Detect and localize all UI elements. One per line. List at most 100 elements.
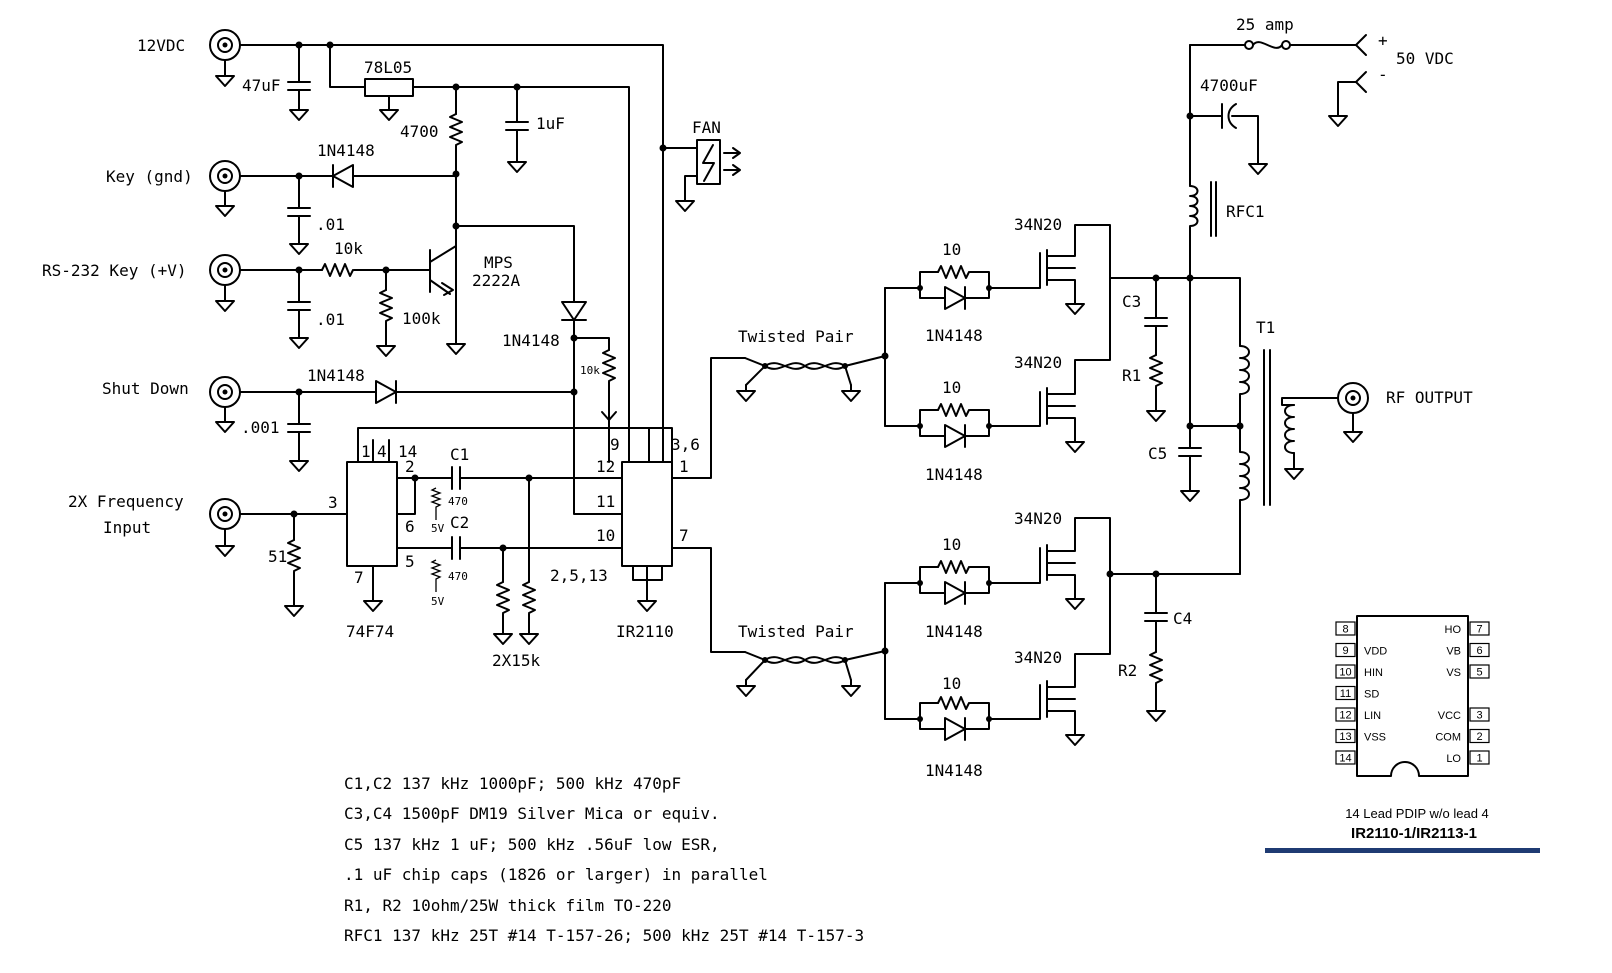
svg-text:14: 14: [1339, 753, 1351, 765]
svg-text:7: 7: [1476, 624, 1482, 636]
svg-text:34N20: 34N20: [1014, 648, 1062, 667]
pinout-caption: 14 Lead PDIP w/o lead 4: [1345, 806, 1489, 821]
svg-text:10: 10: [942, 535, 961, 554]
label-key: Key (gnd): [106, 167, 193, 186]
label-r1: R1: [1122, 366, 1141, 385]
label-5v-a: 5V: [431, 522, 445, 535]
jack-12vdc: [209, 29, 241, 87]
twisted-pair-top: [736, 355, 886, 402]
svg-text:34N20: 34N20: [1014, 509, 1062, 528]
svg-text:9: 9: [610, 435, 620, 454]
svg-text:2: 2: [405, 457, 415, 476]
label-5v-b: 5V: [431, 595, 445, 608]
pinout-underline: [1265, 848, 1540, 853]
label-10k-small: 10k: [580, 364, 600, 377]
note-line: C3,C4 1500pF DM19 Silver Mica or equiv.: [344, 804, 720, 823]
svg-text:7: 7: [679, 526, 689, 545]
svg-text:3: 3: [328, 493, 338, 512]
svg-text:10: 10: [942, 240, 961, 259]
pinout-pin-right: 7 HO: [1445, 621, 1490, 636]
ic-ir2110: [608, 357, 746, 653]
svg-text:4: 4: [377, 442, 387, 461]
label-c2: C2: [450, 513, 469, 532]
svg-text:10: 10: [942, 674, 961, 693]
label-4700: 4700: [400, 122, 439, 141]
svg-text:VDD: VDD: [1364, 646, 1387, 658]
jack-shutdown: [209, 376, 241, 433]
fet-labels: 34N20 34N20 34N20 34N20 10 10 10 10 1N41…: [925, 215, 1062, 780]
svg-text:11: 11: [596, 492, 615, 511]
note-line: C5 137 kHz 1 uF; 500 kHz .56uF low ESR,: [344, 835, 720, 854]
svg-text:34N20: 34N20: [1014, 215, 1062, 234]
shutdown-line: [239, 380, 578, 472]
notes-block: C1,C2 137 kHz 1000pF; 500 kHz 470pF C3,C…: [344, 774, 864, 945]
svg-text:2: 2: [1476, 731, 1482, 743]
key-line: [239, 164, 457, 255]
label-c01b: .01: [316, 310, 345, 329]
label-fan: FAN: [692, 118, 721, 137]
svg-text:5: 5: [1476, 667, 1482, 679]
twisted-pair-bottom: [736, 650, 886, 697]
svg-text:VS: VS: [1446, 667, 1461, 679]
svg-text:1: 1: [679, 457, 689, 476]
svg-text:COM: COM: [1435, 732, 1461, 744]
jack-rs232: [209, 254, 241, 312]
svg-text:1N4148: 1N4148: [925, 761, 983, 780]
label-100k: 100k: [402, 309, 441, 328]
svg-text:VB: VB: [1446, 646, 1461, 658]
label-shutdown: Shut Down: [102, 379, 189, 398]
label-470a: 470: [448, 495, 468, 508]
jack-freq: [209, 498, 241, 557]
svg-text:1: 1: [1476, 753, 1482, 765]
svg-text:7: 7: [354, 568, 364, 587]
label-rf-output: RF OUTPUT: [1386, 388, 1473, 407]
label-4700uf: 4700uF: [1200, 76, 1258, 95]
pinout-pin-left: 9 VDD: [1335, 642, 1387, 658]
label-freq-1: 2X Frequency: [68, 492, 184, 511]
label-rs232: RS-232 Key (+V): [42, 261, 187, 280]
label-50vdc: 50 VDC: [1396, 49, 1454, 68]
svg-text:9: 9: [1342, 645, 1348, 657]
label-c01a: .01: [316, 215, 345, 234]
label-fuse: 25 amp: [1236, 15, 1294, 34]
label-c001: .001: [241, 418, 280, 437]
label-r51: 51: [268, 547, 287, 566]
label-74f74: 74F74: [346, 622, 394, 641]
note-line: R1, R2 10ohm/25W thick film TO-220: [344, 896, 672, 915]
svg-text:1N4148: 1N4148: [925, 326, 983, 345]
label-plus: +: [1378, 31, 1388, 50]
label-minus: -: [1378, 65, 1388, 84]
label-d3: 1N4148: [307, 366, 365, 385]
svg-text:HO: HO: [1445, 624, 1462, 636]
label-c3: C3: [1122, 292, 1141, 311]
label-t1: T1: [1256, 318, 1275, 337]
ic-74f74: [239, 427, 664, 645]
note-line: C1,C2 137 kHz 1000pF; 500 kHz 470pF: [344, 774, 681, 793]
svg-text:VCC: VCC: [1438, 710, 1461, 722]
label-rfc1: RFC1: [1226, 202, 1265, 221]
svg-text:10: 10: [942, 378, 961, 397]
svg-text:1N4148: 1N4148: [925, 622, 983, 641]
label-d1: 1N4148: [317, 141, 375, 160]
label-ir2110: IR2110: [616, 622, 674, 641]
label-r2: R2: [1118, 661, 1137, 680]
svg-text:8: 8: [1342, 624, 1348, 636]
rs232-line: [239, 225, 623, 515]
svg-text:SD: SD: [1364, 689, 1379, 701]
pins-ir2110: 9 3,6 12 1 11 10 7: [596, 435, 700, 545]
svg-text:VSS: VSS: [1364, 732, 1386, 744]
label-q1-1: MPS: [484, 253, 513, 272]
label-2x15k: 2X15k: [492, 651, 541, 670]
mosfet-stage-2: [881, 517, 1111, 746]
label-c1: C1: [450, 445, 469, 464]
svg-text:13: 13: [1339, 731, 1351, 743]
pinout-pin-right: 6VB: [1446, 642, 1490, 658]
output-network: [1106, 34, 1369, 722]
label-q1-2: 2222A: [472, 271, 521, 290]
